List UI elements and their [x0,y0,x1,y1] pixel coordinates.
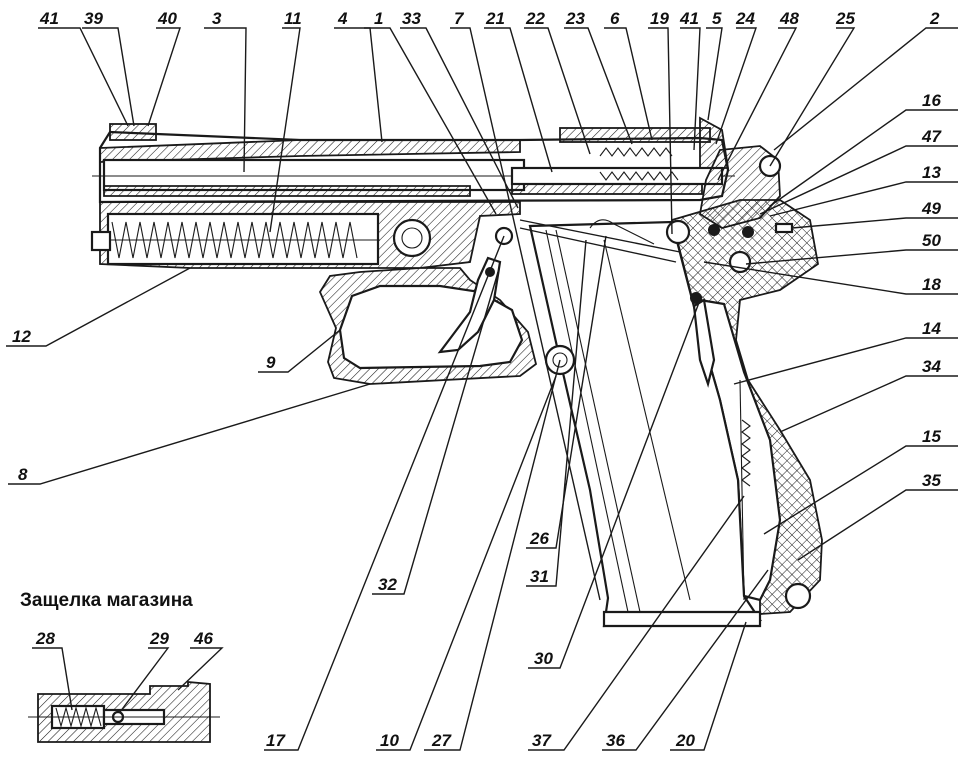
callout-label: 1 [374,9,383,28]
magazine-base [602,610,762,628]
recoil-spring-channel [106,212,380,266]
callout-label: 48 [779,9,799,28]
callout-label: 16 [922,91,941,110]
callout-label: 49 [921,199,941,218]
safety-pin [774,222,794,234]
callout-label: 6 [610,9,620,28]
callout-label: 4 [337,9,348,28]
callout-label: 40 [157,9,177,28]
callout-label: 27 [431,731,452,750]
pistol-drawing [90,116,823,628]
callout-label: 3 [212,9,222,28]
inset-title: Защелка магазина [20,590,193,611]
barrel-lower-wall [103,185,471,197]
callout-label: 50 [922,231,941,250]
callout-label: 36 [606,731,625,750]
callout-label: 9 [266,353,276,372]
callout-label: 21 [485,9,505,28]
barrel [102,158,526,192]
callout-label: 34 [922,357,941,376]
magazine-catch-inset: Защелка магазина 28 29 46 [20,590,224,743]
callout-label: 22 [525,9,545,28]
callout-label: 19 [650,9,669,28]
callout-label: 8 [18,465,28,484]
callout-label: 23 [565,9,585,28]
mainspring-guide [692,298,716,388]
callout-label: 2 [929,9,940,28]
callout-numbers: 41 39 40 3 11 4 1 33 7 21 22 23 6 19 41 … [12,9,942,750]
callout-label: 11 [284,9,302,28]
callout-label: 24 [735,9,755,28]
callout-label: 14 [922,319,941,338]
trigger [437,256,502,354]
takedown-pin [392,218,432,258]
inset-label: 29 [149,629,169,648]
callout-label: 31 [530,567,549,586]
inset-label: 46 [193,629,213,648]
callout-label: 41 [679,9,699,28]
firing-pin-channel [510,166,724,186]
callout-label: 35 [922,471,941,490]
striker-housing [511,183,703,195]
callout-label: 32 [378,575,397,594]
sear-pin [665,219,691,245]
guide-rod-tip [90,230,112,252]
callout-label: 12 [12,327,31,346]
callout-label: 13 [922,163,941,182]
callout-label: 37 [532,731,552,750]
callout-label: 7 [454,9,465,28]
callout-label: 5 [712,9,722,28]
inset-label: 28 [35,629,55,648]
callout-label: 17 [266,731,286,750]
callout-label: 47 [921,127,942,146]
callout-label: 30 [534,649,553,668]
callout-label: 33 [402,9,421,28]
callout-label: 25 [835,9,855,28]
callout-label: 10 [380,731,399,750]
callout-label: 15 [922,427,941,446]
callout-label: 26 [529,529,549,548]
callout-label: 41 [39,9,59,28]
slide-top-section [99,139,521,163]
callout-label: 18 [922,275,941,294]
callout-label: 20 [675,731,695,750]
callout-label: 39 [84,9,103,28]
lanyard-ring [784,582,812,610]
leader-lines [6,27,958,751]
rear-sight [109,123,157,141]
